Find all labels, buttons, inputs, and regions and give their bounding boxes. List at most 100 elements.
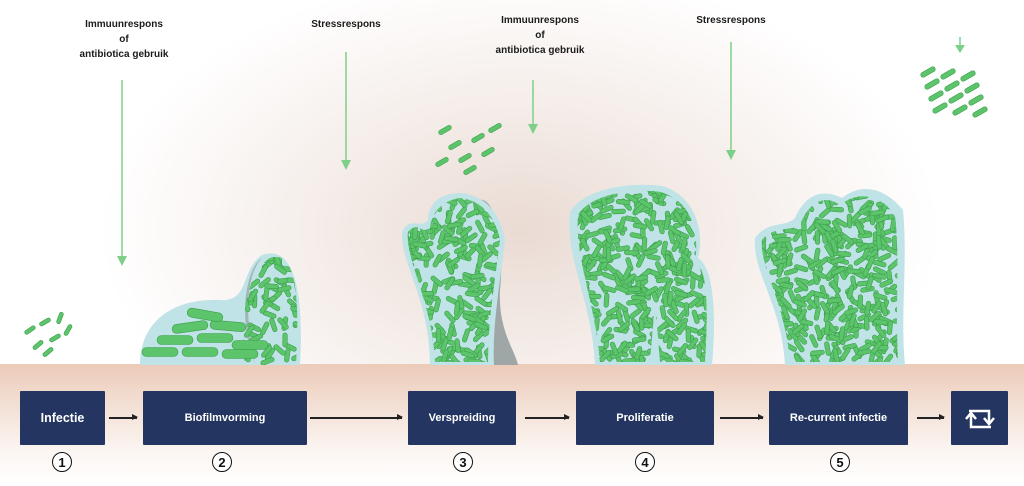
bacterium [398,320,405,335]
bacterium [662,292,669,308]
bacterium [708,215,716,230]
bacterium [843,307,859,316]
bacterium [751,306,761,321]
bacterium [477,253,484,268]
step-number-3: 3 [453,452,473,472]
bacterium [761,200,764,214]
bacterium [432,253,443,268]
step-number-4: 4 [635,452,655,472]
bacterium [875,234,882,250]
bacterium [894,300,898,313]
bacterium [444,277,455,291]
bacterium [761,196,764,201]
bacterium [761,215,774,226]
bacterium [626,299,641,306]
bacterium [804,184,818,196]
bacterium [446,221,462,229]
bacterium [617,321,631,333]
bacterium [708,230,713,244]
bacterium [580,210,592,223]
bacterium [414,322,422,337]
bacterium [834,217,848,228]
bacterium [771,204,780,219]
bacterium [864,300,872,316]
bacterium [599,204,614,214]
bacterium [887,179,894,194]
bacterium [767,344,782,354]
bacterium [761,196,767,201]
bacterium [665,254,671,270]
bacterium [800,230,808,245]
bacterium [580,237,590,252]
bacterium [684,224,695,238]
bacterium [649,190,663,197]
bacterium [698,220,707,232]
bacterium [284,347,291,363]
bacterium [577,219,580,234]
bacterium [559,233,571,247]
bacterium [771,206,786,215]
bacterium [259,300,271,314]
bacterium [819,301,830,315]
cycle-box [951,391,1008,445]
bacterium [830,238,839,254]
bacterium [646,253,661,261]
flow-arrow [310,414,403,420]
bacterium [748,279,758,294]
bacterium [171,320,209,334]
bacterium [407,311,416,325]
bacterium [397,268,403,282]
bacterium [474,321,489,331]
bacterium [848,313,857,328]
bacterium [877,252,892,263]
bacterium [427,198,442,199]
bacterium [580,342,587,357]
bacterium [863,316,870,331]
stage-recurrent-infectie: Re-current infectie [769,391,908,445]
bacterium [261,345,273,358]
bacterium [437,230,446,245]
bacterium [920,66,936,78]
bacterium [873,292,888,301]
bacterium [407,292,410,302]
bacterium [631,336,647,343]
bacterium [778,210,793,219]
bacterium [932,102,948,114]
bacterium [666,329,679,342]
bacterium [443,235,459,243]
bacterium [277,317,289,330]
annotation-line: of [119,34,129,45]
bacterium [274,264,288,275]
bacterium [565,352,572,367]
bacterium [577,190,578,192]
bacterium [761,209,772,221]
bacterium [761,216,764,230]
bacterium [464,290,480,298]
bacterium [761,352,776,359]
bacterium [584,190,591,196]
bacterium [426,183,433,198]
flow-arrow [525,414,570,420]
bacterium [865,275,874,291]
bacterium [630,318,641,332]
flow-arrow [109,414,138,420]
bacterium [56,311,64,325]
bacterium [495,199,500,210]
bacterium [802,196,814,197]
bacterium [771,179,778,194]
bacterium [895,352,898,362]
bacterium [779,203,788,218]
bacterium [673,211,684,225]
bacterium [689,290,704,299]
bacterium [396,354,405,369]
bacterium [696,190,706,199]
bacterium [622,266,632,281]
bacterium [156,335,194,345]
bacterium [591,244,602,259]
bacterium [404,187,418,198]
bacterium [600,314,613,327]
bacterium [785,252,794,267]
bacterium [779,296,792,309]
stage-proliferatie: Proliferatie [576,391,714,445]
